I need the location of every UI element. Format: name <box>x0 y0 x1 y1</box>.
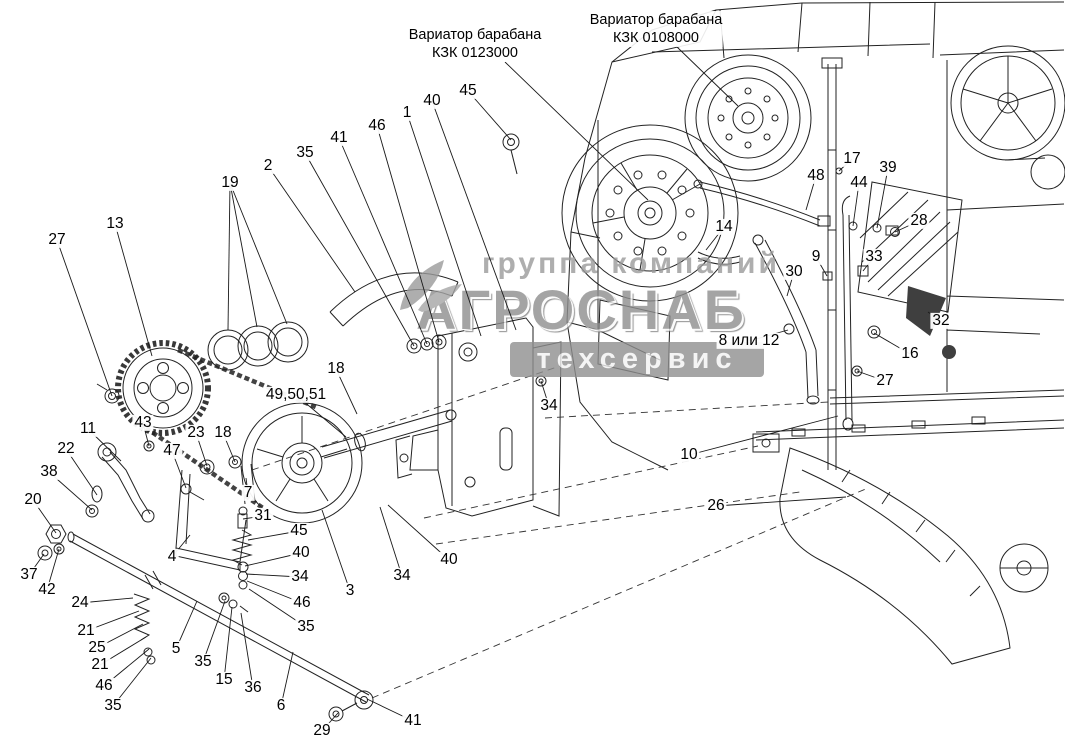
title-line-2: КЗК 0123000 <box>432 45 518 61</box>
title-line-1: Вариатор барабана <box>408 27 542 43</box>
lower-housing-drawing <box>779 447 1049 665</box>
dark-bracket-drawing <box>906 286 956 359</box>
sprocket-drawing <box>96 340 211 436</box>
rings-drawing <box>207 321 309 371</box>
diagram-title-kzk-0108000: Вариатор барабана КЗК 0108000 <box>589 11 723 47</box>
small-parts-drawing <box>37 485 103 561</box>
lever-drawing <box>97 440 256 523</box>
vertical-strut-drawing <box>821 57 900 470</box>
belt-guard-drawing <box>329 133 520 327</box>
drum-variator-0108000-drawing <box>684 54 812 182</box>
chain-drawing <box>144 347 319 510</box>
hatch-panel-drawing <box>857 181 963 313</box>
diagram-title-kzk-0123000: Вариатор барабана КЗК 0123000 <box>408 26 542 62</box>
support-bracket-drawing <box>175 469 253 590</box>
title-line-2: КЗК 0108000 <box>613 30 699 46</box>
combine-frame-drawing <box>566 1 1065 471</box>
title-line-1: Вариатор барабана <box>589 12 723 28</box>
cable-drawing <box>693 179 831 227</box>
adjuster-arm-drawing <box>752 195 854 431</box>
flywheel-drawing <box>950 45 1065 190</box>
drum-variator-0123000-drawing <box>561 124 741 302</box>
tension-rod-drawing <box>67 531 374 722</box>
pulley-drawing <box>241 334 457 524</box>
